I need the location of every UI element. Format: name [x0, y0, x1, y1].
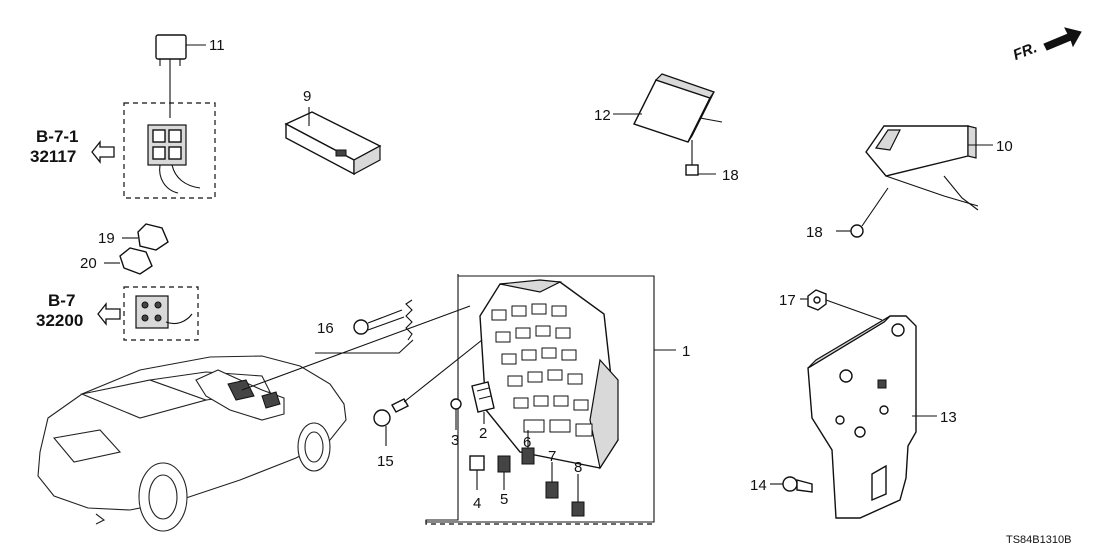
connector-box-b71 — [123, 102, 216, 199]
part-1-group-bracket — [425, 274, 676, 525]
label-part-12: 12 — [594, 107, 611, 124]
part-11-relay — [155, 34, 206, 118]
label-part-11: 11 — [209, 37, 225, 54]
part-17-nut — [800, 289, 883, 321]
vehicle-location-illustration — [37, 305, 471, 532]
label-part-2: 2 — [479, 425, 487, 442]
reference-b71-section: B-7-1 — [36, 127, 79, 146]
part-6-fuse — [521, 430, 535, 465]
hollow-left-arrow-icon — [97, 302, 121, 326]
diagram-code: TS84B1310B — [1006, 534, 1071, 546]
label-part-8: 8 — [574, 459, 582, 476]
front-direction-arrow-icon — [1043, 27, 1082, 51]
reference-b7: B-7 32200 — [36, 291, 121, 330]
reference-b7-number: 32200 — [36, 311, 83, 330]
part-12-module — [613, 73, 723, 176]
part-3-screw — [450, 398, 462, 430]
part-13-bracket — [807, 315, 937, 519]
part-1-fuse-box — [479, 279, 619, 470]
label-part-13: 13 — [940, 409, 957, 426]
label-part-16: 16 — [317, 320, 334, 337]
part-20-cover — [104, 247, 153, 275]
connector-box-b7 — [123, 286, 199, 341]
part-2-fuse-puller — [471, 381, 495, 424]
label-part-6: 6 — [523, 434, 531, 451]
part-14-bolt — [770, 476, 813, 493]
label-part-14: 14 — [750, 477, 767, 494]
part-19-cover — [122, 223, 169, 251]
front-direction-label: FR. — [1011, 39, 1040, 64]
part-15-bolt — [373, 339, 483, 446]
label-part-15: 15 — [377, 453, 394, 470]
label-part-3: 3 — [451, 432, 459, 449]
label-part-20: 20 — [80, 255, 97, 272]
label-part-9: 9 — [303, 88, 311, 105]
reference-b7-section: B-7 — [48, 291, 75, 310]
label-part-18-upper: 18 — [722, 167, 739, 184]
front-direction-indicator: FR. — [1011, 27, 1082, 64]
part-10-unit — [850, 125, 993, 238]
part-5-fuse — [497, 455, 511, 490]
label-part-1: 1 — [682, 343, 690, 360]
hollow-left-arrow-icon — [91, 140, 115, 164]
label-part-10: 10 — [996, 138, 1013, 155]
part-number-labels: 1 2 3 4 5 6 7 8 9 10 11 12 13 14 15 16 1… — [80, 37, 1013, 512]
label-part-17: 17 — [779, 292, 796, 309]
label-part-4: 4 — [473, 495, 481, 512]
reference-b71-number: 32117 — [30, 147, 76, 166]
reference-b71: B-7-1 32117 — [30, 127, 115, 166]
label-part-5: 5 — [500, 491, 508, 508]
label-part-19: 19 — [98, 230, 115, 247]
label-part-18-lower: 18 — [806, 224, 823, 241]
part-8-fuse — [571, 474, 585, 517]
part-4-fuse — [469, 455, 485, 490]
part-7-fuse — [545, 462, 559, 499]
label-part-7: 7 — [548, 448, 556, 465]
part-9-control-unit — [284, 107, 382, 176]
